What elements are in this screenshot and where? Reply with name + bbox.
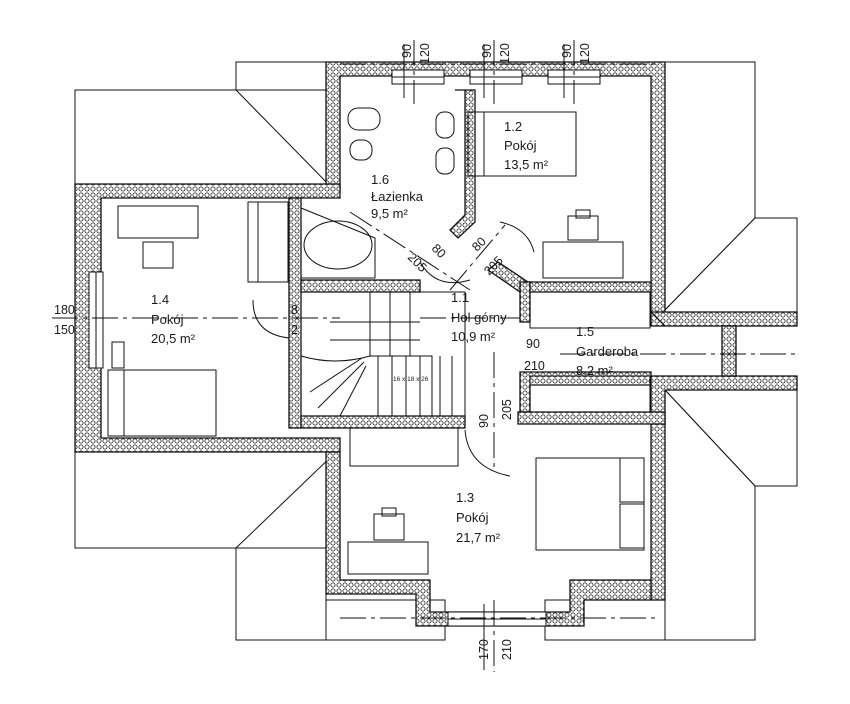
room-number: 1.3 (456, 490, 474, 505)
room-1-6-label: 1.6 Łazienka 9,5 m² (371, 172, 424, 221)
room-area: 8,2 m² (576, 363, 614, 378)
dim-top-window-1-a: 90 (400, 44, 414, 58)
room-number: 1.2 (504, 119, 522, 134)
dim-room12-door-a: 80 (469, 234, 489, 254)
dim-top-window-2-a: 90 (480, 44, 494, 58)
room-1-3-label: 1.3 Pokój 21,7 m² (456, 490, 501, 545)
dim-room14-door-b: 2 (291, 323, 298, 337)
dim-bath-door-a: 80 (429, 241, 449, 261)
axis-lines (52, 40, 800, 672)
room-area: 9,5 m² (371, 206, 409, 221)
dimension-lines (403, 44, 565, 670)
dim-top-window-1-b: 120 (418, 43, 432, 64)
room-1-5-label: 1.5 Garderoba 8,2 m² (576, 324, 639, 378)
room-name: Garderoba (576, 344, 639, 359)
dim-bottom-window-a: 170 (477, 639, 491, 660)
stair-spec: 16 x 18 x 26 (393, 376, 429, 383)
room-area: 10,9 m² (451, 329, 496, 344)
staircase: 16 x 18 x 26 (300, 291, 466, 417)
room-number: 1.6 (371, 172, 389, 187)
room-number: 1.5 (576, 324, 594, 339)
dim-bath-door-b: 205 (405, 250, 430, 275)
room-1-1-label: 1.1 Hol górny 10,9 m² (451, 290, 507, 344)
room-name: Pokój (456, 510, 489, 525)
room-name: Pokój (151, 312, 184, 327)
windows (88, 69, 601, 627)
room-area: 21,7 m² (456, 530, 501, 545)
exterior-walls (74, 61, 798, 627)
dim-left-window-b: 150 (54, 323, 75, 337)
room-labels: 1.1 Hol górny 10,9 m² 1.2 Pokój 13,5 m² … (151, 119, 639, 545)
dim-top-window-2-b: 120 (498, 43, 512, 64)
doors (252, 221, 535, 477)
dim-top-window-3-b: 120 (578, 43, 592, 64)
room-name: Hol górny (451, 310, 507, 325)
dim-left-window-a: 180 (54, 303, 75, 317)
room-name: Pokój (504, 138, 537, 153)
dim-bottom-window-b: 210 (500, 639, 514, 660)
dim-room13-door-b: 205 (500, 399, 514, 420)
dim-wardrobe-door-a: 90 (526, 337, 540, 351)
room-number: 1.4 (151, 292, 169, 307)
furniture (107, 107, 651, 575)
dim-room14-door-a: 8 (291, 303, 298, 317)
room-area: 13,5 m² (504, 157, 549, 172)
room-area: 20,5 m² (151, 331, 196, 346)
dim-top-window-3-a: 90 (560, 44, 574, 58)
dim-wardrobe-door-b: 210 (524, 359, 545, 373)
room-1-4-label: 1.4 Pokój 20,5 m² (151, 292, 196, 346)
room-number: 1.1 (451, 290, 469, 305)
dim-room13-door-a: 90 (477, 414, 491, 428)
room-1-2-label: 1.2 Pokój 13,5 m² (504, 119, 549, 172)
room-name: Łazienka (371, 189, 424, 204)
roof-outline (74, 61, 798, 641)
